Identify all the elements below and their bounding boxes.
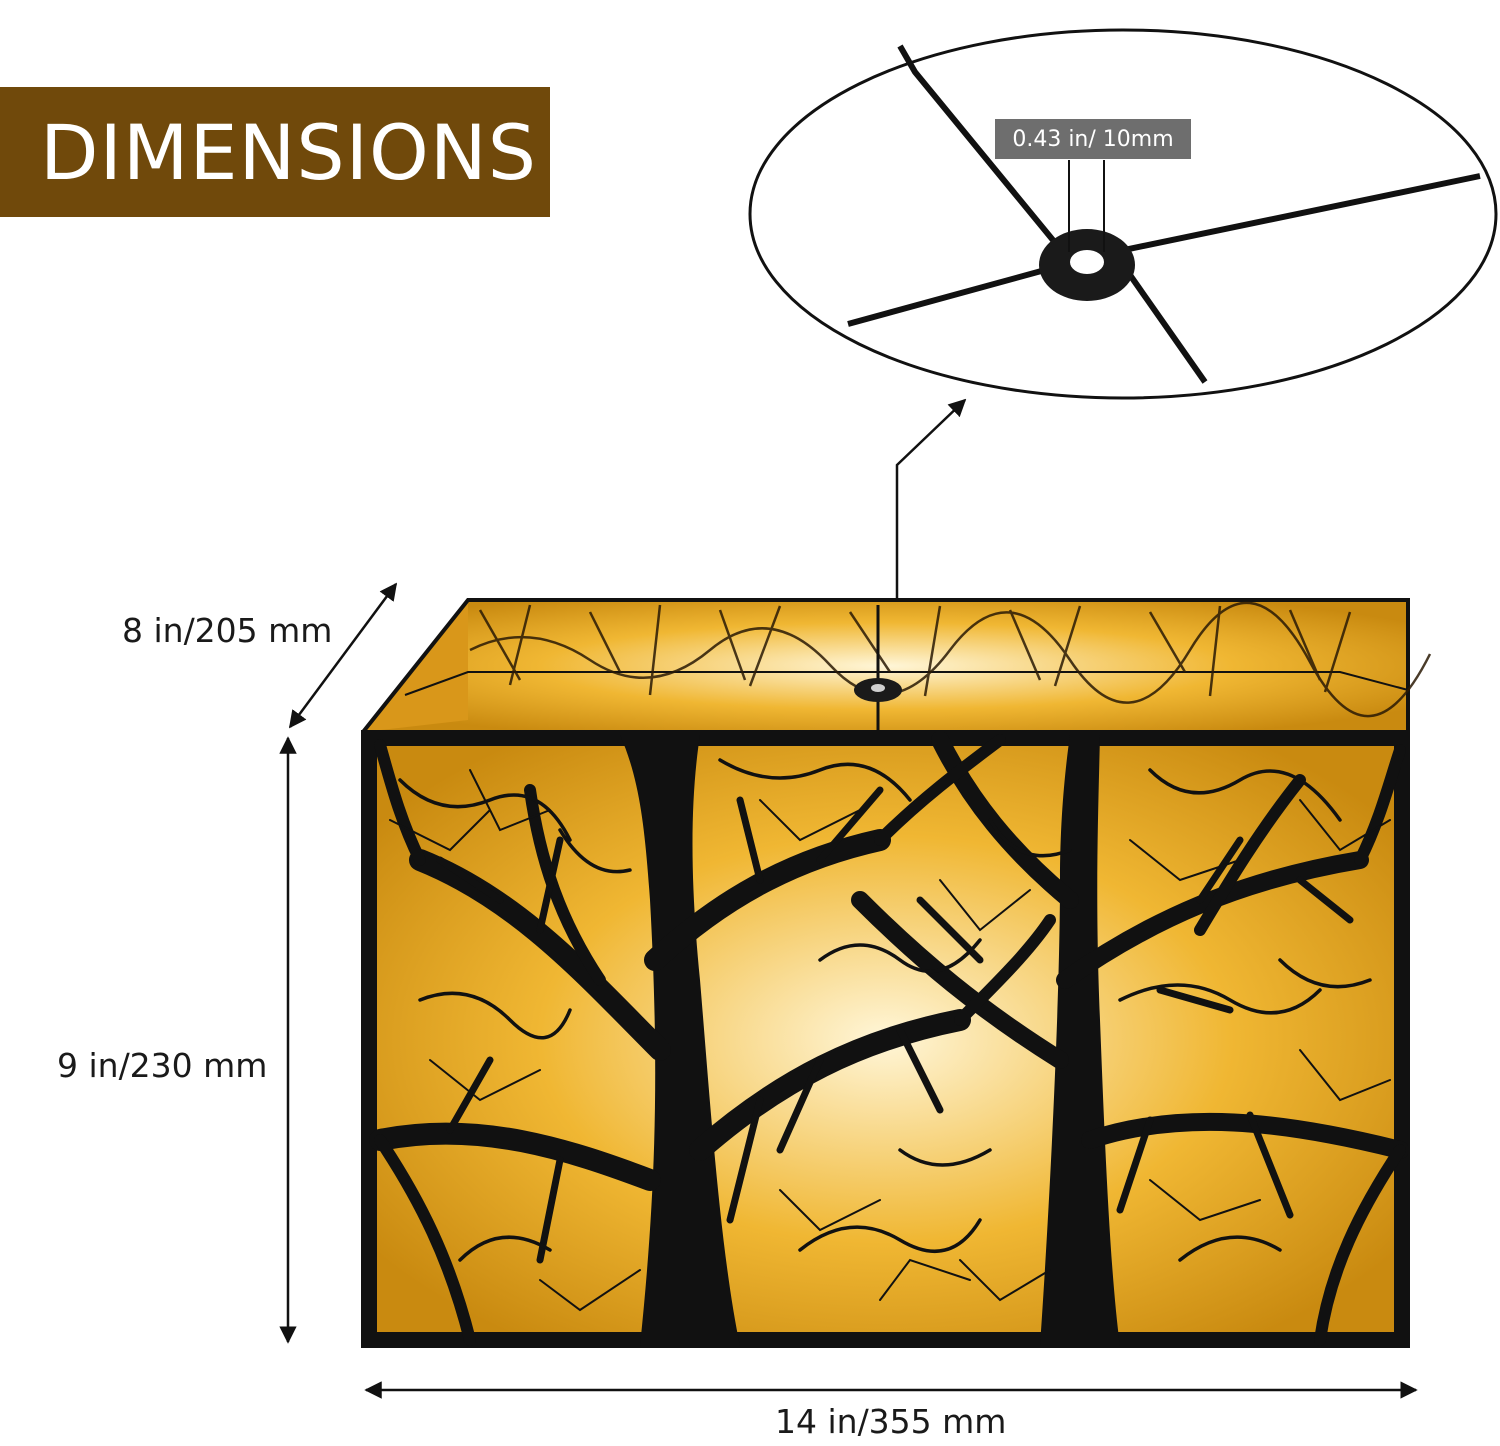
hole-size-label: 0.43 in/ 10mm [995, 119, 1191, 159]
height-label: 9 in/230 mm [57, 1046, 268, 1085]
lampshade [361, 598, 1432, 1348]
washer-ring [1039, 229, 1135, 301]
width-label: 14 in/355 mm [775, 1402, 1007, 1441]
depth-label: 8 in/205 mm [122, 611, 333, 650]
dimensions-banner: DIMENSIONS [0, 87, 550, 217]
depth-arrow [288, 582, 398, 729]
fitter-zoom-callout [748, 28, 1498, 400]
banner-title: DIMENSIONS [40, 107, 537, 197]
